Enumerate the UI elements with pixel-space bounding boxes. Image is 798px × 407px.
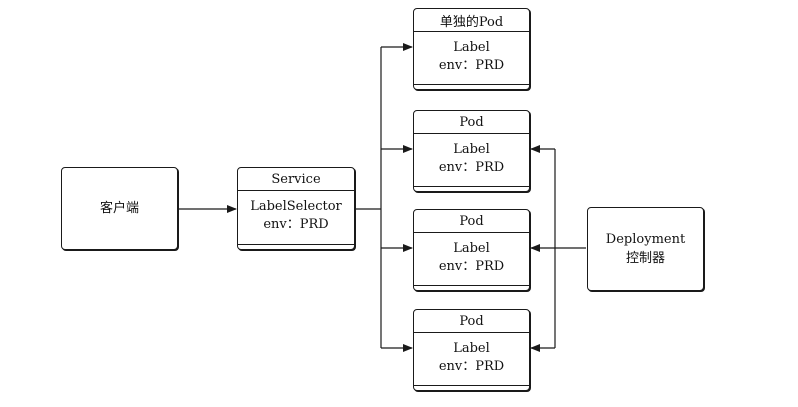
pod-body: Label env：PRD [414,134,529,184]
pod-title: Pod [414,111,529,134]
pod-footer-line [414,385,529,386]
pod-label-key: Label [453,142,490,157]
pod-node-3: Pod Label env：PRD [413,209,530,291]
pod-footer-line [414,84,529,85]
pod-body: Label env：PRD [414,233,529,283]
service-selector-label: LabelSelector [250,199,342,214]
pod-label-key: Label [453,341,490,356]
pod-label-key: Label [453,40,490,55]
pod-label-value: env：PRD [438,359,505,374]
pod-footer-line [414,285,529,286]
pod-body: Label env：PRD [414,333,529,383]
pod-node-standalone: 单独的Pod Label env：PRD [413,8,530,90]
pod-label-value: env：PRD [438,160,505,175]
service-title: Service [238,168,354,191]
pod-title: Pod [414,210,529,233]
pod-title: 单独的Pod [414,9,529,32]
pod-node-4: Pod Label env：PRD [413,309,530,391]
pod-title: Pod [414,310,529,333]
service-selector-value: env：PRD [263,217,329,232]
pod-node-2: Pod Label env：PRD [413,110,530,192]
pod-label-key: Label [453,241,490,256]
controller-label: 控制器 [625,251,665,266]
deployment-controller-node: Deployment 控制器 [587,207,704,291]
client-label: 客户端 [99,201,139,216]
pod-label-value: env：PRD [438,259,505,274]
deployment-label: Deployment [605,232,686,247]
service-body: LabelSelector env：PRD [238,191,354,241]
client-node: 客户端 [61,167,178,250]
pod-label-value: env：PRD [438,58,505,73]
service-footer-line [238,244,354,245]
pod-footer-line [414,186,529,187]
pod-body: Label env：PRD [414,32,529,82]
service-node: Service LabelSelector env：PRD [237,167,355,250]
